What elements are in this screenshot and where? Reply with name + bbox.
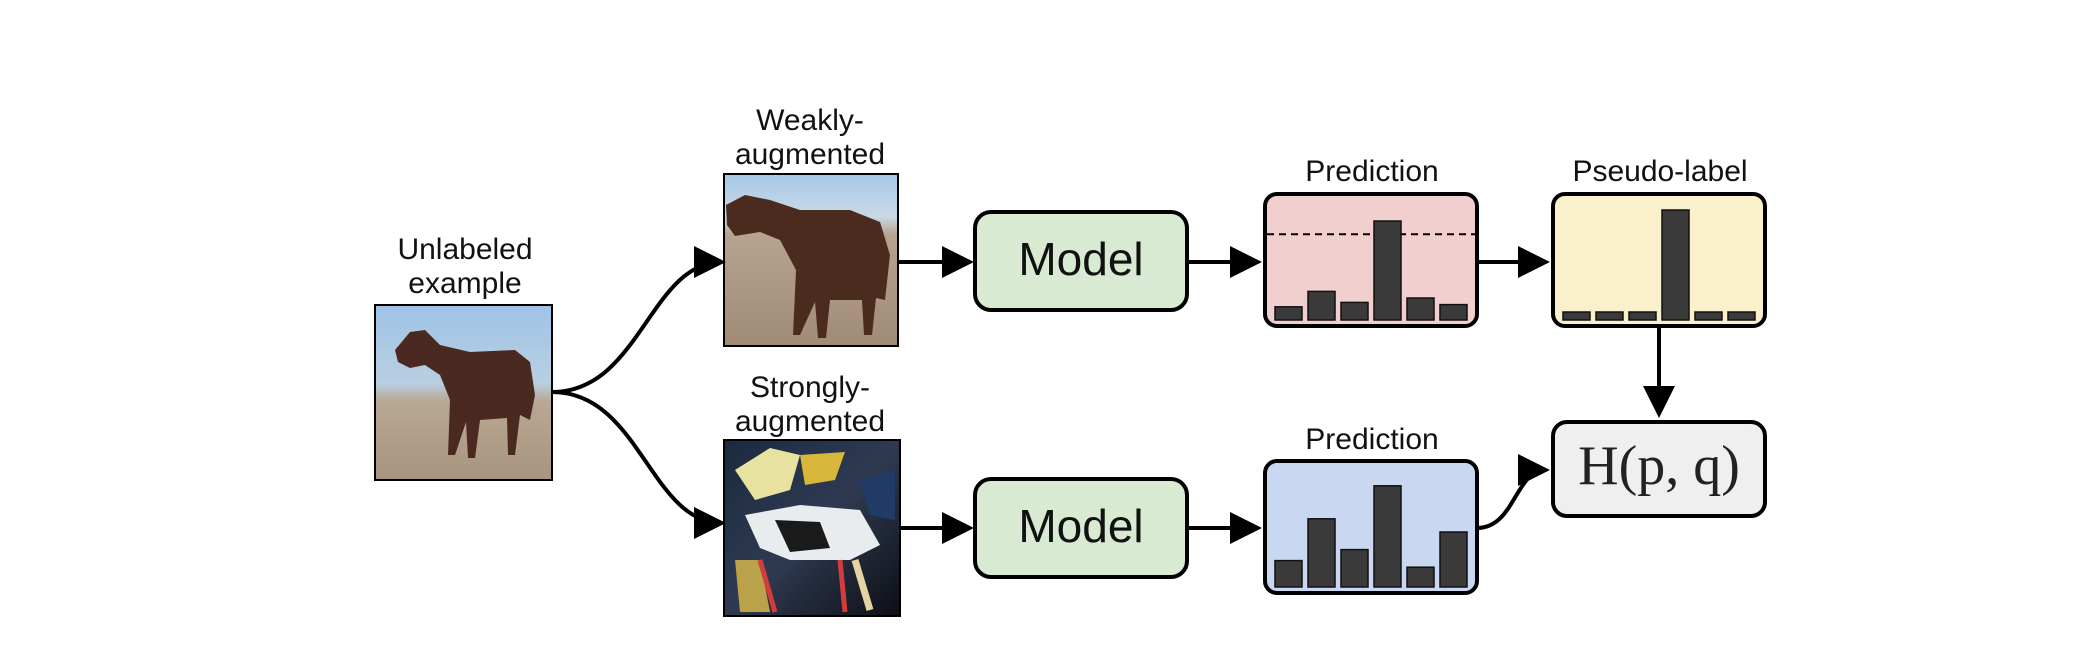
- pseudo-label-bar-3: [1628, 311, 1657, 321]
- pseudo-label-title: Pseudo-label: [1572, 155, 1747, 188]
- prediction-strong-panel: [1263, 459, 1479, 595]
- prediction-weak-bar-2: [1307, 290, 1336, 321]
- prediction-strong-bar-2: [1307, 518, 1336, 588]
- unlabeled-image: [374, 304, 553, 481]
- prediction-weak-bar-4: [1373, 220, 1402, 321]
- pseudo-label-bar-1: [1562, 311, 1591, 321]
- model-top-label: Model: [1018, 233, 1143, 285]
- strong-label-line1: Strongly-: [750, 371, 870, 404]
- strong-label-line2: augmented: [735, 405, 885, 438]
- unlabeled-label-line2: example: [408, 267, 521, 300]
- edge-prediction-strong-to-loss: [1476, 454, 1550, 530]
- model-box-bottom: Model: [973, 477, 1189, 579]
- horse-silhouette-weak: [726, 195, 890, 338]
- prediction-strong-bar-6: [1439, 531, 1468, 588]
- prediction-weak-bar-5: [1406, 297, 1435, 321]
- model-box-top: Model: [973, 210, 1189, 312]
- prediction-weak-bar-3: [1340, 301, 1369, 321]
- loss-box: H(p, q): [1551, 420, 1767, 518]
- prediction-weak-bar-1: [1274, 306, 1303, 321]
- prediction-bottom-label: Prediction: [1305, 423, 1438, 456]
- unlabeled-label-line1: Unlabeled: [397, 233, 532, 266]
- weak-label-line2: augmented: [735, 138, 885, 171]
- prediction-strong-bars: [1274, 485, 1468, 588]
- strong-augment-pattern: [735, 448, 895, 613]
- pseudo-label-bars: [1562, 209, 1756, 321]
- strong-augmented-image: [723, 439, 901, 617]
- loss-rect: [1551, 420, 1767, 518]
- pseudo-label-box: [1551, 192, 1767, 328]
- pseudo-label-bar-5: [1694, 311, 1723, 321]
- pseudo-label-panel: [1551, 192, 1767, 328]
- edge-input-to-weak: [551, 246, 726, 394]
- edge-input-to-strong: [551, 390, 726, 539]
- pseudo-label-bar-2: [1595, 311, 1624, 321]
- prediction-strong-bar-4: [1373, 485, 1402, 588]
- prediction-strong-bar-5: [1406, 566, 1435, 588]
- loss-label: H(p, q): [1578, 435, 1740, 497]
- pseudo-label-bar-4: [1661, 209, 1690, 321]
- prediction-top-label: Prediction: [1305, 155, 1438, 188]
- pseudo-label-bar-6: [1727, 311, 1756, 321]
- prediction-strong-bar-1: [1274, 559, 1303, 588]
- horse-silhouette: [395, 330, 535, 458]
- prediction-weak-bar-6: [1439, 303, 1468, 321]
- prediction-strong-bar-3: [1340, 548, 1369, 588]
- prediction-weak-bars: [1274, 220, 1468, 321]
- model-bottom-label: Model: [1018, 500, 1143, 552]
- weak-label-line1: Weakly-: [756, 104, 864, 137]
- weak-augmented-image: [723, 173, 899, 347]
- prediction-weak-panel: [1263, 192, 1479, 328]
